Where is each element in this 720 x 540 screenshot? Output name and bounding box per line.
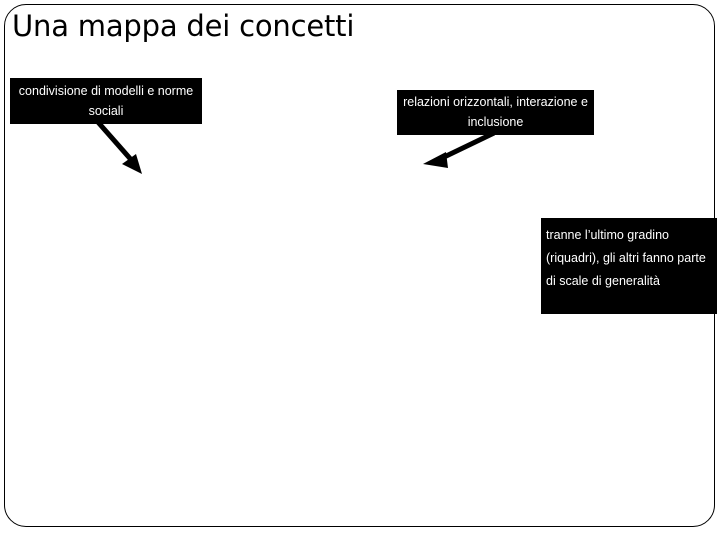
concept-box-relazioni[interactable]: relazioni orizzontali, interazione e inc… <box>397 90 594 135</box>
arrow-down-left-icon <box>423 130 496 168</box>
concept-box-gradino[interactable]: tranne l’ultimo gradino (riquadri), gli … <box>541 218 717 314</box>
arrow-down-right-icon <box>95 119 142 174</box>
arrow-shaft <box>95 119 136 165</box>
arrow-head <box>122 154 142 174</box>
concept-box-modelli[interactable]: condivisione di modelli e norme sociali <box>10 78 202 124</box>
page-title: Una mappa dei concetti <box>12 9 355 43</box>
arrow-head <box>423 152 448 168</box>
arrow-shaft <box>438 130 496 162</box>
